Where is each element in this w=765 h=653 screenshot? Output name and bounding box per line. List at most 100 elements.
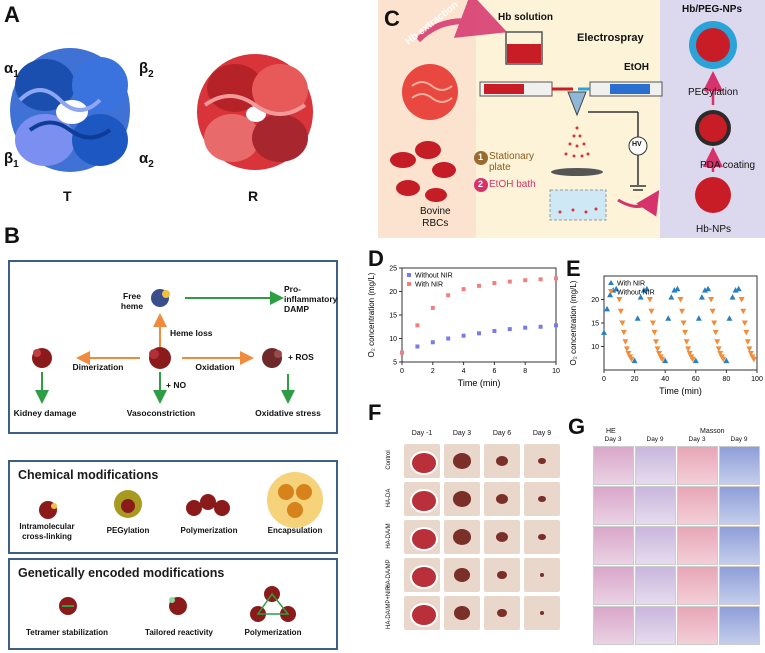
node-oxidative-stress: Oxidative stress bbox=[255, 408, 321, 418]
wound-area bbox=[453, 529, 471, 545]
data-point bbox=[747, 351, 754, 357]
data-point bbox=[746, 346, 753, 352]
histology-image bbox=[593, 446, 634, 485]
electrospray-schematic bbox=[390, 0, 737, 221]
data-point bbox=[640, 287, 647, 293]
label-hb-peg-nps: Hb/PEG-NPs bbox=[682, 4, 743, 15]
x-tick-label: 60 bbox=[692, 376, 700, 383]
label-etoh-bath: EtOH bath bbox=[489, 179, 536, 190]
wound-photo bbox=[524, 444, 560, 478]
data-point bbox=[446, 336, 451, 341]
x-tick-label: 20 bbox=[631, 376, 639, 383]
chemical-title: Chemical modifications bbox=[18, 468, 159, 482]
data-point bbox=[538, 324, 543, 329]
data-point bbox=[735, 285, 742, 292]
wound-area bbox=[453, 567, 471, 583]
legend-marker bbox=[608, 280, 614, 285]
histology-image bbox=[719, 446, 760, 485]
x-tick-label: 0 bbox=[400, 368, 404, 375]
y-tick-label: 10 bbox=[389, 336, 397, 343]
data-point bbox=[750, 356, 757, 363]
wound-photo bbox=[484, 558, 520, 592]
histology-image bbox=[593, 606, 634, 645]
wound-photo bbox=[444, 444, 480, 478]
data-point bbox=[623, 346, 630, 352]
x-axis-label: Time (min) bbox=[659, 386, 702, 396]
data-point bbox=[723, 357, 730, 364]
data-point bbox=[430, 340, 435, 345]
data-point bbox=[634, 315, 641, 321]
data-point bbox=[665, 315, 672, 321]
x-axis-label: Time (min) bbox=[458, 378, 501, 388]
histology-image bbox=[719, 486, 760, 525]
label-hv: HV bbox=[632, 141, 642, 148]
data-point bbox=[705, 285, 712, 292]
x-tick-label: 6 bbox=[492, 368, 496, 375]
hemoglobin-r-state bbox=[197, 54, 313, 170]
node-free-heme: Free heme bbox=[120, 291, 144, 311]
x-tick-label: 8 bbox=[523, 368, 527, 375]
chem-item-encapsulation: Encapsulation bbox=[267, 526, 323, 535]
gen-item-tetramer: Tetramer stabilization bbox=[25, 628, 109, 637]
wound-photo bbox=[484, 596, 520, 630]
y-tick-label: 15 bbox=[591, 321, 599, 328]
wound-photo bbox=[444, 558, 480, 592]
y-tick-label: 15 bbox=[389, 313, 397, 320]
data-point bbox=[648, 308, 655, 315]
histology-image bbox=[719, 526, 760, 565]
data-point bbox=[709, 308, 716, 315]
data-point bbox=[461, 287, 466, 292]
pathway-arrows bbox=[32, 289, 295, 404]
wound-area bbox=[453, 453, 471, 469]
data-point bbox=[695, 315, 702, 321]
x-tick-label: 80 bbox=[723, 376, 731, 383]
gen-item-polymerization: Polymerization bbox=[244, 628, 302, 637]
photo-col-header: Day 6 bbox=[492, 430, 512, 437]
data-point bbox=[613, 285, 620, 292]
label-plus-no: + NO bbox=[166, 380, 187, 390]
y-tick-label: 20 bbox=[389, 289, 397, 296]
data-point bbox=[400, 350, 404, 355]
data-point bbox=[538, 277, 543, 282]
histology-image bbox=[635, 606, 676, 645]
data-point bbox=[554, 323, 558, 328]
histology-image bbox=[593, 526, 634, 565]
data-point bbox=[738, 297, 745, 303]
y-tick-label: 5 bbox=[393, 360, 397, 367]
data-point bbox=[654, 346, 661, 352]
data-point bbox=[461, 333, 466, 338]
data-point bbox=[686, 351, 693, 357]
y-axis-label: O₂ concentration (mg/L) bbox=[367, 272, 376, 357]
chem-item-pegylation: PEGylation bbox=[106, 526, 150, 535]
group-he: HE bbox=[606, 428, 616, 435]
wound-area bbox=[497, 570, 507, 580]
data-point bbox=[617, 308, 624, 315]
x-tick-label: 40 bbox=[661, 376, 669, 383]
data-point bbox=[741, 320, 748, 326]
histology-col-header: Day 3 bbox=[604, 436, 622, 443]
wound-area bbox=[453, 491, 471, 507]
wound-photo bbox=[404, 558, 440, 592]
legend-marker bbox=[407, 273, 411, 277]
histology-image bbox=[677, 486, 718, 525]
data-point bbox=[643, 285, 650, 292]
y-axis-label: O₂ concentration (mg/L) bbox=[569, 280, 578, 365]
data-point bbox=[631, 357, 638, 364]
genetic-title: Genetically encoded modifications bbox=[18, 566, 225, 580]
data-point bbox=[554, 276, 558, 281]
data-point bbox=[708, 297, 715, 303]
histology-image bbox=[719, 566, 760, 605]
data-point bbox=[683, 339, 690, 345]
data-point bbox=[637, 294, 644, 300]
chem-item-crosslinking: Intramolecular cross-linking bbox=[19, 522, 75, 541]
chemical-modifications-box: Chemical modifications Intramolecular cr… bbox=[8, 460, 338, 554]
state-label-t: T bbox=[63, 188, 72, 204]
subunit-alpha1: α1 bbox=[4, 60, 19, 80]
legend-label: Without NIR bbox=[617, 290, 655, 297]
data-point bbox=[659, 356, 666, 363]
panel-label-a: A bbox=[4, 2, 20, 27]
label-pda-coating: PDA coating bbox=[700, 160, 756, 171]
data-point bbox=[646, 297, 653, 303]
